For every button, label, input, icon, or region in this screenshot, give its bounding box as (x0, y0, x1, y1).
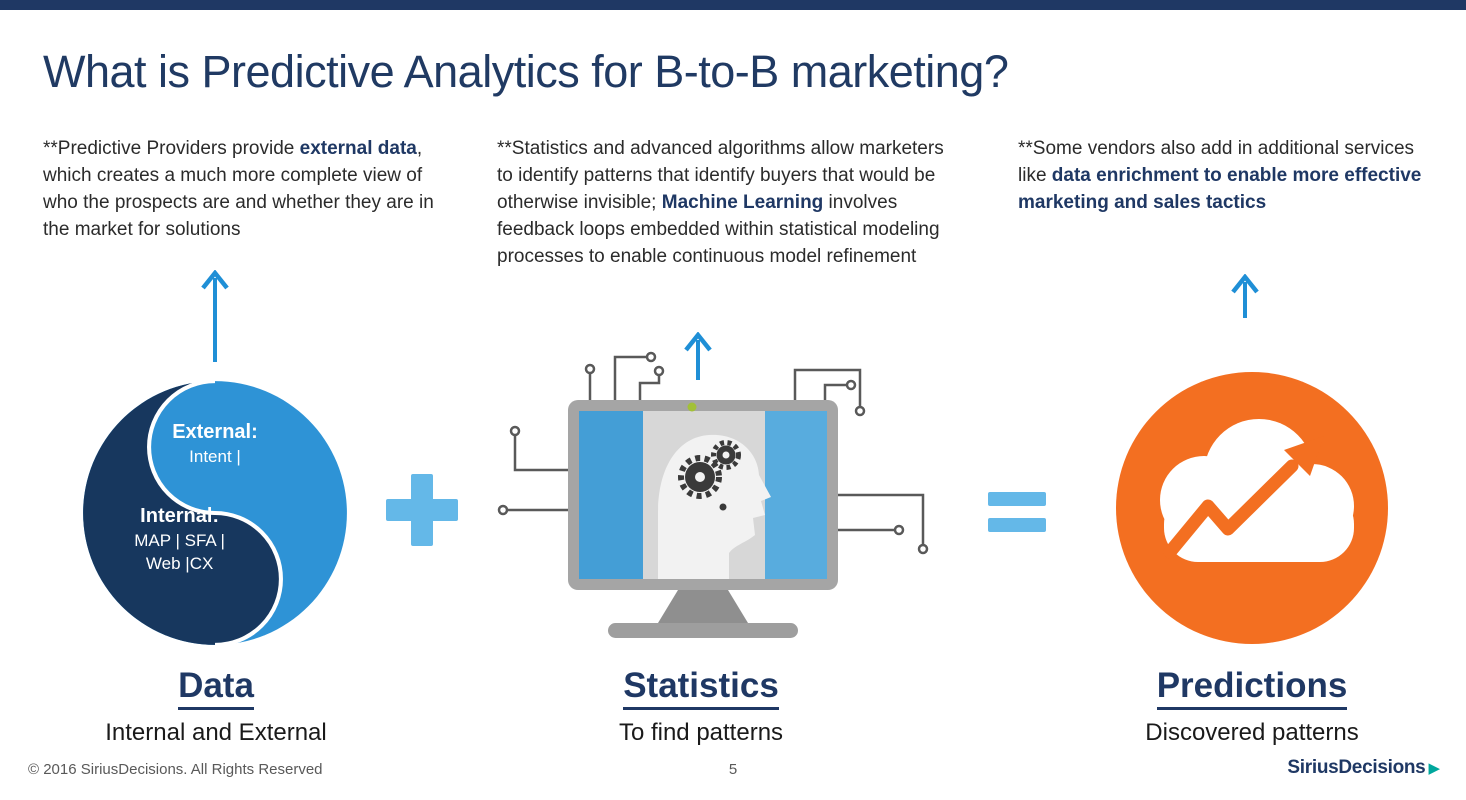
arrow-up-icon (199, 269, 231, 367)
external-value: Intent | (189, 446, 241, 466)
brand-name: SiriusDecisions (1287, 757, 1426, 778)
heading-predictions: Predictions (1156, 666, 1348, 710)
heading-statistics: Statistics (623, 666, 779, 710)
internal-label: Internal: (140, 504, 220, 527)
equals-icon (988, 492, 1046, 532)
subheading-statistics: To find patterns (618, 719, 784, 746)
arrow-up-icon (682, 331, 714, 385)
note-data-text: **Predictive Providers provide (43, 138, 300, 159)
brand-arrow-icon: ▶ (1428, 759, 1440, 777)
note-statistics-highlight: Machine Learning (661, 191, 824, 213)
external-label: External: (172, 420, 258, 443)
venn-external-group: External: Intent | (128, 421, 302, 467)
subheading-predictions: Discovered patterns (1145, 719, 1359, 746)
note-statistics-text-2: involves feedback loops embedded within … (497, 191, 940, 267)
label-group-statistics: Statistics To find patterns (531, 666, 871, 747)
note-predictions: **Some vendors also add in additional se… (1018, 136, 1440, 217)
copyright-text: © 2016 SiriusDecisions. All Rights Reser… (28, 761, 323, 778)
note-statistics-text: **Statistics and advanced algorithms all… (497, 138, 944, 213)
top-accent-bar (0, 0, 1466, 10)
page-number: 5 (728, 761, 738, 778)
note-predictions-text: **Some vendors also add in additional se… (1018, 138, 1415, 186)
note-data: **Predictive Providers provide external … (43, 136, 461, 244)
internal-value-line2: Web |CX (145, 554, 214, 574)
heading-data: Data (178, 666, 254, 710)
plus-icon (386, 474, 458, 546)
subheading-data: Internal and External (105, 719, 327, 746)
note-statistics: **Statistics and advanced algorithms all… (497, 136, 949, 271)
internal-value-line1: MAP | SFA | (134, 530, 225, 550)
slide-title: What is Predictive Analytics for B-to-B … (43, 46, 1009, 97)
venn-internal-group: Internal: MAP | SFA | Web |CX (101, 505, 259, 575)
label-group-data: Data Internal and External (46, 666, 386, 747)
note-data-highlight: external data (299, 138, 417, 159)
monitor-brain-graphic (495, 345, 935, 650)
arrow-up-icon (1229, 273, 1261, 323)
brand-logo: SiriusDecisions ▶ (1287, 757, 1440, 779)
cloud-trend-graphic (1116, 372, 1388, 649)
label-group-predictions: Predictions Discovered patterns (1082, 666, 1422, 747)
yin-yang-data-graphic: External: Intent | Internal: MAP | SFA |… (79, 377, 351, 649)
note-predictions-highlight: data enrichment to enable more effective… (1018, 164, 1422, 213)
note-data-text-2: , which creates a much more complete vie… (43, 138, 434, 240)
